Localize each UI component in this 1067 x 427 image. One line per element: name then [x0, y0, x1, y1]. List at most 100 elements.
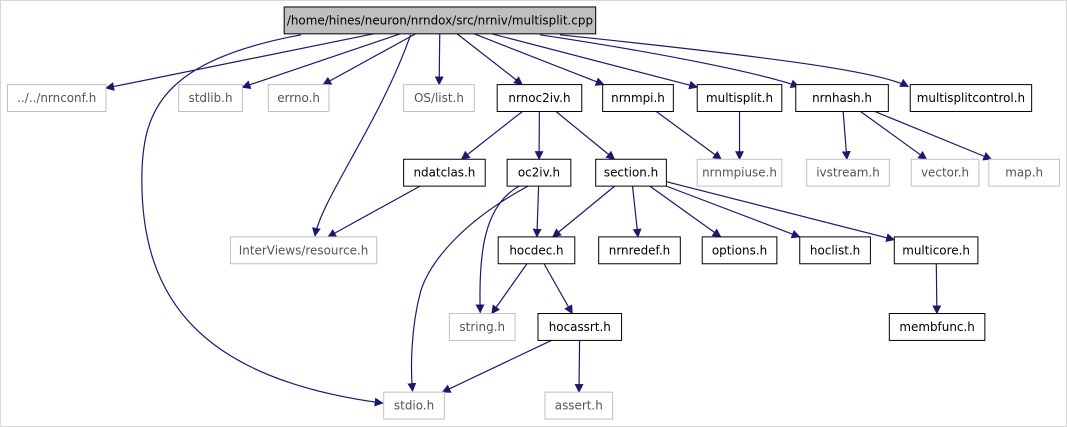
nodes: /home/hines/neuron/nrndox/src/nrniv/mult…: [6, 6, 1061, 420]
node-box: [178, 84, 243, 112]
node-box: [403, 84, 475, 112]
node-box: [496, 84, 583, 112]
edge-nrnhash-to-vector: [860, 110, 928, 160]
node-nrnconf: ../../nrnconf.h: [6, 84, 107, 112]
node-label: map.h: [1005, 166, 1043, 180]
node-box: [544, 391, 614, 420]
node-box: [910, 158, 980, 187]
node-multisplit[interactable]: multisplit.h: [696, 84, 783, 112]
edge-root-to-ivresource: [311, 34, 412, 237]
node-membfunc[interactable]: membfunc.h: [888, 313, 986, 341]
node-nrnredef[interactable]: nrnredef.h: [598, 236, 681, 265]
edge-nrnhash-to-map: [874, 110, 993, 161]
node-label: vector.h: [921, 166, 969, 180]
node-box: [598, 236, 681, 265]
node-multicore[interactable]: multicore.h: [893, 236, 979, 265]
edge-root-to-nrnconf: [105, 33, 374, 91]
edge-root-to-stdio: [141, 34, 384, 407]
node-label: multicore.h: [902, 243, 970, 257]
node-box: [383, 391, 445, 420]
edge-hocassrt-to-stdio: [441, 339, 552, 393]
node-label: section.h: [604, 166, 658, 180]
node-box: [696, 84, 783, 112]
edge-nrnoc2iv-to-section: [555, 111, 616, 160]
node-label: options.h: [712, 243, 767, 257]
node-box: [506, 158, 572, 187]
node-errno: errno.h: [267, 84, 330, 112]
node-box: [497, 236, 576, 265]
node-ivstream: ivstream.h: [806, 158, 890, 187]
node-label: errno.h: [277, 91, 320, 105]
node-stdlib: stdlib.h: [178, 84, 243, 112]
node-label: hocassrt.h: [549, 320, 611, 334]
edge-section-to-nrnredef: [631, 186, 642, 238]
node-vector: vector.h: [910, 158, 980, 187]
node-options[interactable]: options.h: [701, 236, 778, 265]
node-ivresource: InterViews/resource.h: [229, 236, 378, 265]
node-label: hocdec.h: [509, 243, 563, 257]
edge-ndatclas-to-ivresource: [327, 185, 421, 238]
node-hocassrt[interactable]: hocassrt.h: [537, 313, 623, 341]
node-box: [602, 84, 674, 112]
node-label: multisplitcontrol.h: [917, 91, 1025, 105]
node-box: [893, 236, 979, 265]
edge-oc2iv-to-hocdec: [532, 186, 542, 238]
edge-root-to-oslist: [434, 33, 444, 86]
node-assert: assert.h: [544, 391, 614, 420]
node-section[interactable]: section.h: [595, 158, 667, 187]
edge-hocdec-to-string: [491, 263, 528, 315]
edge-nrnmpi-to-nrnmpiuse: [655, 110, 722, 160]
node-label: string.h: [459, 320, 505, 334]
node-label: oc2iv.h: [518, 166, 560, 180]
node-box: [229, 236, 378, 265]
node-nrnhash[interactable]: nrnhash.h: [795, 84, 889, 112]
edge-root-to-stdlib: [241, 33, 401, 89]
node-oslist: OS/list.h: [403, 84, 475, 112]
node-box: [283, 6, 597, 35]
node-hocdec[interactable]: hocdec.h: [497, 236, 576, 265]
edge-root-to-nrnoc2iv: [456, 33, 523, 86]
node-label: multisplit.h: [706, 91, 773, 105]
node-label: ivstream.h: [816, 166, 880, 180]
edge-hocassrt-to-assert: [574, 340, 584, 394]
node-label: stdio.h: [394, 399, 434, 413]
node-box: [448, 313, 516, 341]
node-label: ../../nrnconf.h: [17, 91, 96, 105]
edges: [105, 33, 993, 407]
edge-section-to-hoclist: [666, 185, 801, 239]
node-oc2iv[interactable]: oc2iv.h: [506, 158, 572, 187]
node-box: [595, 158, 667, 187]
node-string: string.h: [448, 313, 516, 341]
node-box: [795, 84, 889, 112]
node-hoclist[interactable]: hoclist.h: [799, 236, 871, 265]
node-box: [888, 313, 986, 341]
edge-oc2iv-to-stdio: [407, 185, 529, 393]
edge-multicore-to-membfunc: [932, 263, 942, 315]
node-box: [988, 158, 1061, 187]
edge-root-to-multisplit: [491, 33, 699, 90]
node-box: [696, 158, 783, 187]
node-label: ndatclas.h: [413, 166, 475, 180]
edge-root-to-nrnhash: [539, 34, 800, 89]
edge-nrnhash-to-ivstream: [841, 111, 851, 161]
node-box: [403, 158, 486, 187]
node-box: [806, 158, 890, 187]
edge-root-to-errno: [322, 33, 416, 86]
edge-hocdec-to-hocassrt: [543, 263, 573, 315]
node-label: nrnmpiuse.h: [702, 166, 777, 180]
node-label: nrnoc2iv.h: [508, 91, 570, 105]
node-nrnoc2iv[interactable]: nrnoc2iv.h: [496, 84, 583, 112]
node-root[interactable]: /home/hines/neuron/nrndox/src/nrniv/mult…: [283, 6, 597, 35]
node-box: [701, 236, 778, 265]
node-msctl[interactable]: multisplitcontrol.h: [909, 84, 1033, 112]
node-label: assert.h: [555, 399, 603, 413]
node-label: InterViews/resource.h: [239, 243, 369, 257]
node-label: nrnmpi.h: [611, 91, 665, 105]
edge-section-to-multicore: [666, 181, 896, 243]
node-box: [909, 84, 1033, 112]
node-map: map.h: [988, 158, 1061, 187]
node-ndatclas[interactable]: ndatclas.h: [403, 158, 486, 187]
node-box: [537, 313, 623, 341]
node-label: OS/list.h: [414, 91, 464, 105]
node-nrnmpi[interactable]: nrnmpi.h: [602, 84, 674, 112]
